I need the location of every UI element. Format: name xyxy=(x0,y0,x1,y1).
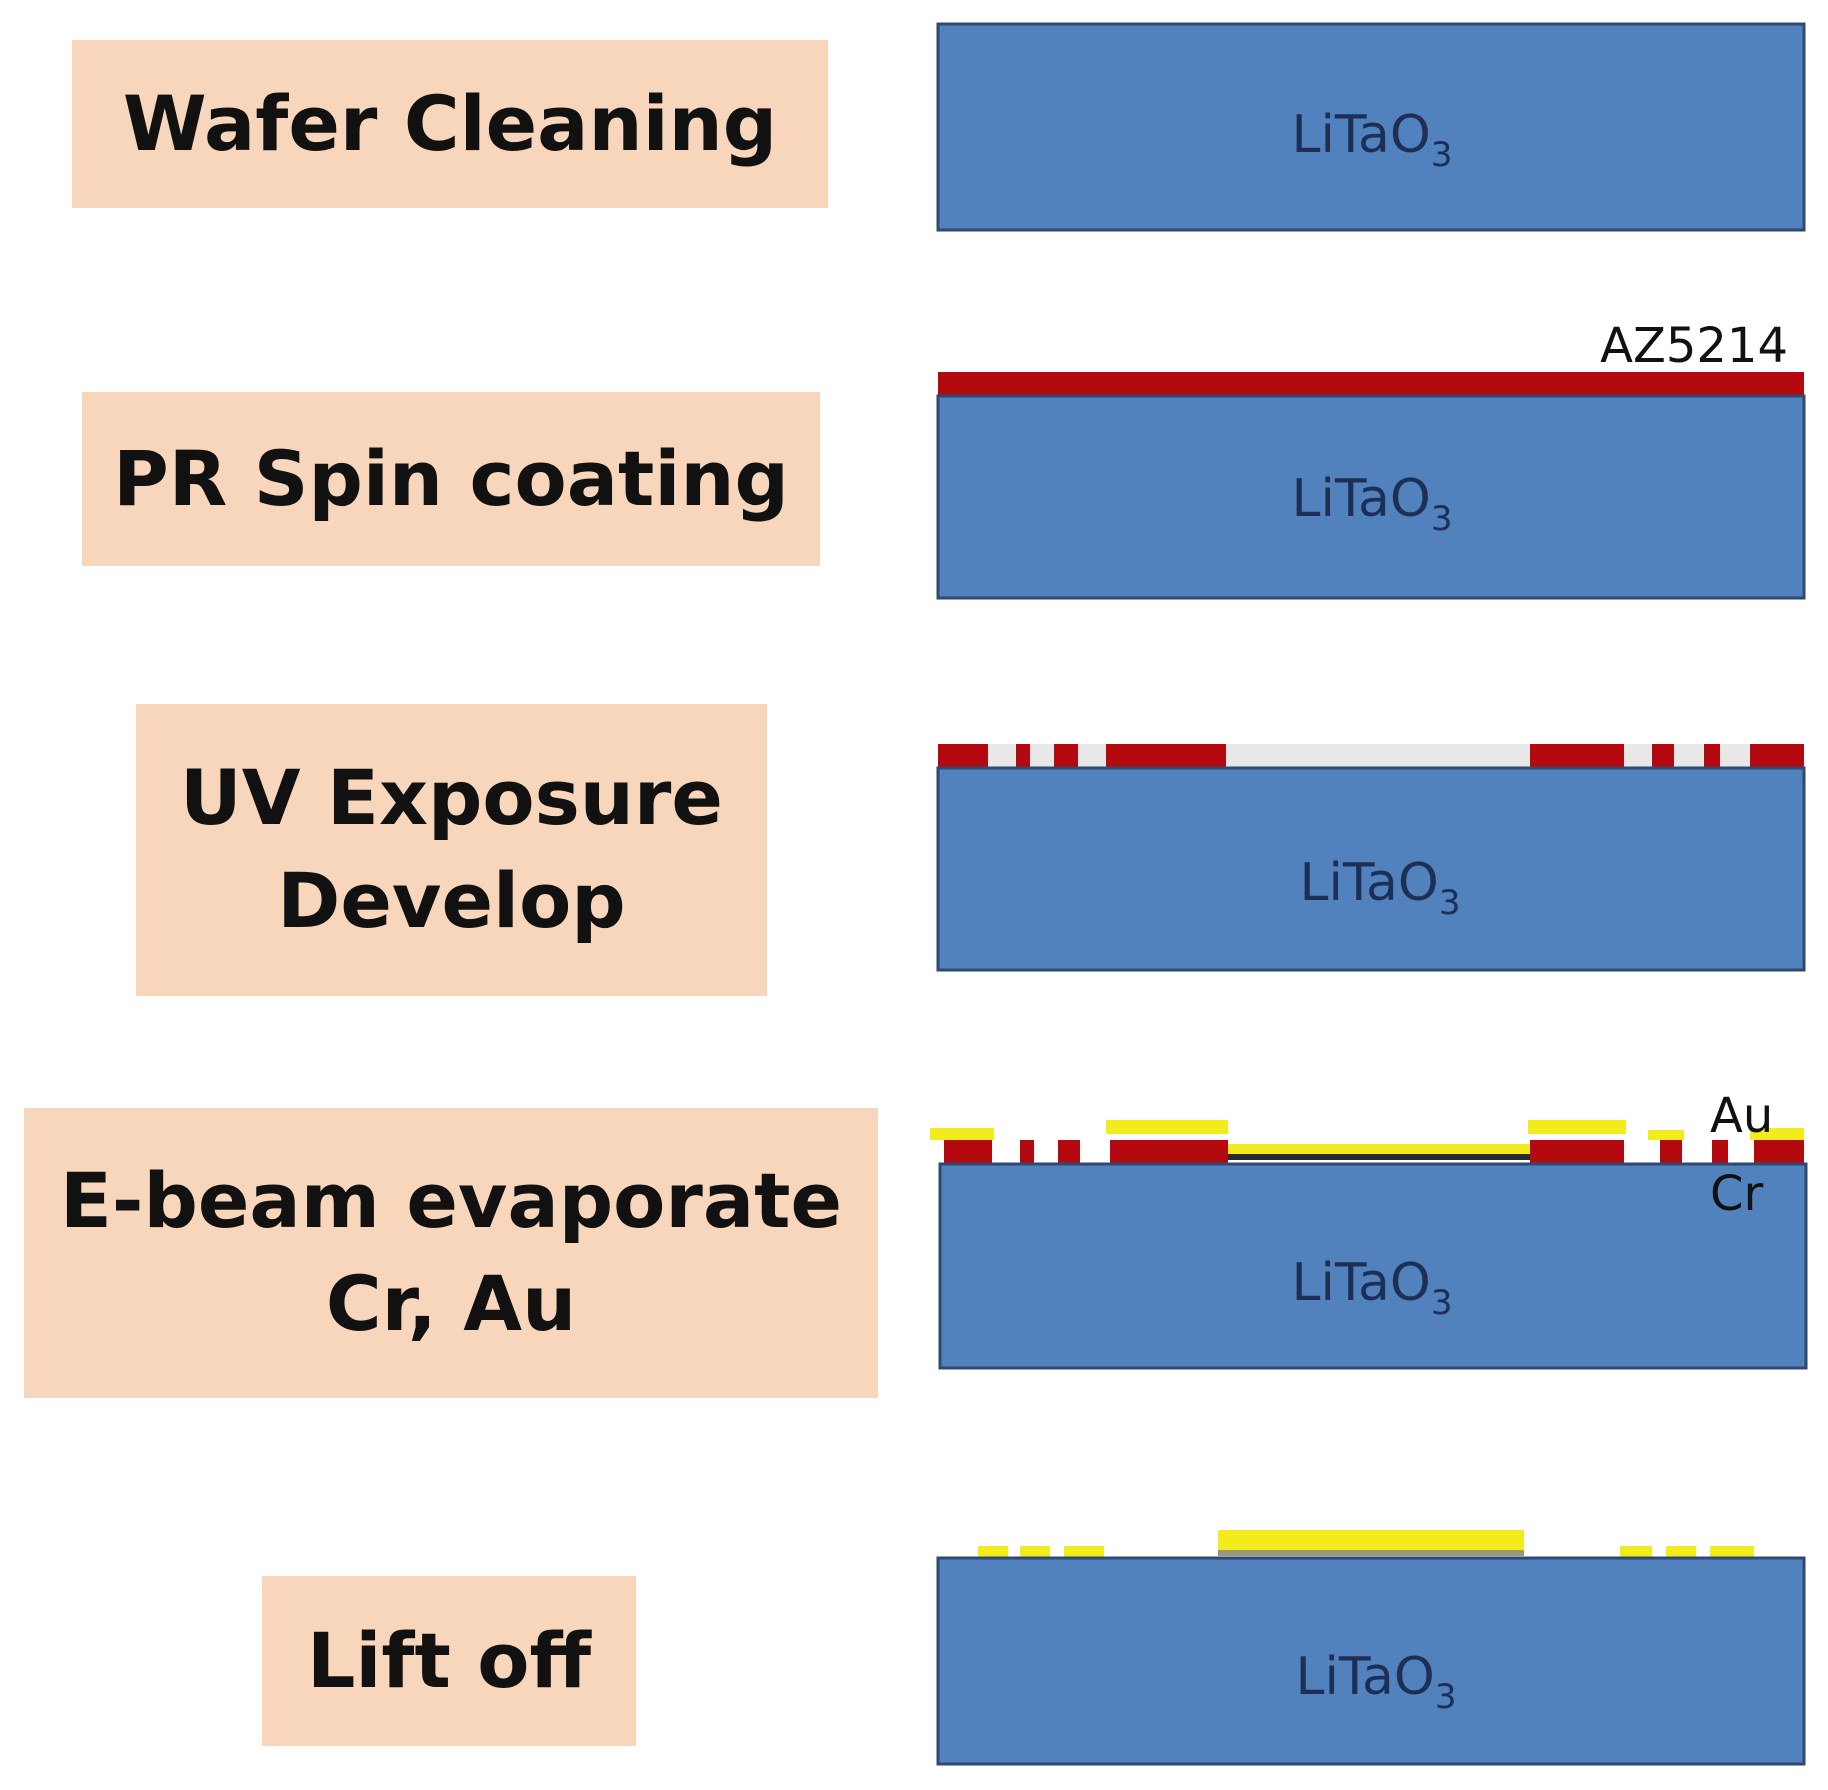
photoresist-segment xyxy=(1704,744,1720,768)
cross-section-ebeam: LiTaO3 Au Cr xyxy=(930,1088,1808,1370)
gold-layer xyxy=(1750,1128,1804,1140)
photoresist-segment xyxy=(1750,744,1804,768)
photoresist-segment xyxy=(1110,1140,1228,1164)
substrate-block xyxy=(938,1162,1808,1370)
photoresist-segment xyxy=(1530,744,1624,768)
photoresist-segment xyxy=(944,1140,992,1164)
step-label-pr-spin-coating: PR Spin coating xyxy=(82,392,820,566)
photoresist-segment xyxy=(1106,744,1226,768)
step-label-lift-off: Lift off xyxy=(262,1576,636,1746)
step-label-ebeam-line2: Cr, Au xyxy=(325,1259,577,1348)
gold-electrode xyxy=(1666,1546,1696,1558)
step-label-uv-exposure-line2: Develop xyxy=(277,856,626,945)
step-label-lift-off-text: Lift off xyxy=(306,1615,592,1705)
photoresist-layer xyxy=(938,372,1804,396)
photoresist-segment xyxy=(1652,744,1674,768)
photoresist-segment xyxy=(1016,744,1030,768)
photoresist-segment xyxy=(1530,1140,1624,1164)
substrate-label: LiTaO3 xyxy=(1291,469,1452,539)
gold-layer xyxy=(1106,1120,1228,1134)
step-label-ebeam-evaporate: E-beam evaporate Cr, Au xyxy=(24,1108,878,1398)
photoresist-segment xyxy=(1660,1140,1682,1164)
substrate-block xyxy=(936,1556,1806,1766)
gold-layer xyxy=(1528,1120,1626,1134)
gold-layer xyxy=(930,1128,994,1140)
step-label-pr-spin-coating-text: PR Spin coating xyxy=(113,433,789,523)
gold-electrode xyxy=(1020,1546,1050,1558)
photoresist-segment xyxy=(1712,1140,1728,1164)
gold-electrode xyxy=(1620,1546,1652,1558)
photoresist-segment xyxy=(1020,1140,1034,1164)
step-label-uv-exposure-line1: UV Exposure xyxy=(180,753,723,843)
substrate-label: LiTaO3 xyxy=(1295,1647,1456,1717)
chromium-tag: Cr xyxy=(1710,1166,1764,1222)
step-label-wafer-cleaning-text: Wafer Cleaning xyxy=(122,78,778,168)
substrate-label: LiTaO3 xyxy=(1291,105,1452,175)
photoresist-tag: AZ5214 xyxy=(1600,318,1788,374)
chromium-layer xyxy=(1228,1154,1530,1160)
gold-electrode xyxy=(978,1546,1008,1558)
photoresist-segment xyxy=(938,744,988,768)
gold-electrode xyxy=(1710,1546,1754,1558)
substrate-block xyxy=(936,766,1806,972)
photoresist-segment xyxy=(1754,1140,1804,1164)
step-label-wafer-cleaning: Wafer Cleaning xyxy=(72,40,828,208)
gold-layer xyxy=(1228,1144,1530,1154)
photoresist-segment xyxy=(1054,744,1078,768)
substrate-label: LiTaO3 xyxy=(1291,1253,1452,1323)
cross-section-uv-exposure: LiTaO3 xyxy=(936,744,1806,972)
gold-tag: Au xyxy=(1710,1088,1773,1144)
cross-section-lift-off: LiTaO3 xyxy=(936,1530,1806,1766)
cross-section-wafer-cleaning: LiTaO3 xyxy=(936,22,1806,232)
substrate-block xyxy=(936,394,1806,600)
step-label-ebeam-line1: E-beam evaporate xyxy=(60,1156,842,1246)
substrate-label: LiTaO3 xyxy=(1299,853,1460,923)
photoresist-segment xyxy=(1058,1140,1080,1164)
gold-layer xyxy=(1648,1130,1684,1140)
cross-section-pr-spin-coating: LiTaO3 AZ5214 xyxy=(936,318,1806,600)
gold-electrode xyxy=(1064,1546,1104,1558)
substrate-block xyxy=(936,22,1806,232)
step-label-uv-exposure-develop: UV Exposure Develop xyxy=(136,704,767,996)
chromium-electrode xyxy=(1218,1550,1524,1556)
